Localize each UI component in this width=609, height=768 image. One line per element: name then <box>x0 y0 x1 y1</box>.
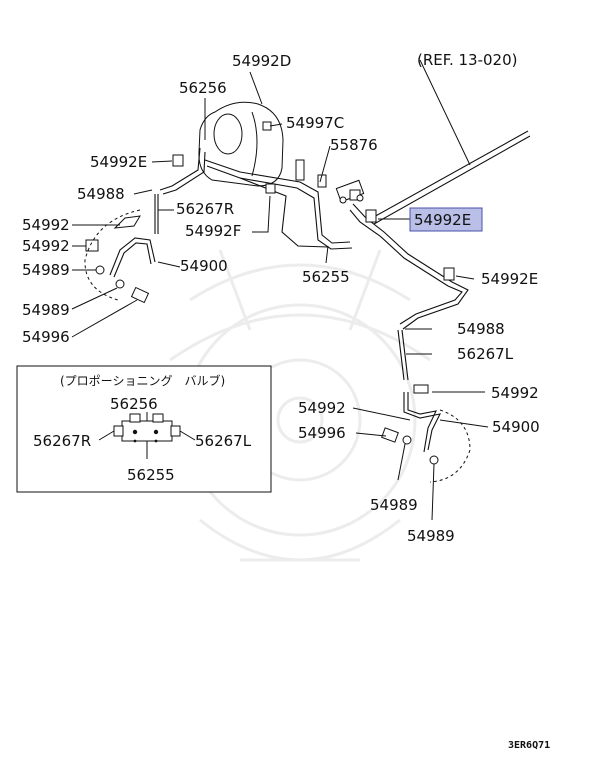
callout-54997C[interactable]: 54997C <box>286 114 344 132</box>
callout-54900-left[interactable]: 54900 <box>180 257 228 275</box>
inset-label-top[interactable]: 56256 <box>110 395 158 413</box>
left-brake-assembly <box>84 209 156 304</box>
watermark-emblem <box>169 249 431 562</box>
callout-54992E-right[interactable]: 54992E <box>481 270 538 288</box>
callout-54992D[interactable]: 54992D <box>232 52 291 70</box>
inset-label-left[interactable]: 56267R <box>33 432 91 450</box>
callout-54988-right[interactable]: 54988 <box>457 320 505 338</box>
callout-54989-a[interactable]: 54989 <box>22 261 70 279</box>
callout-54992-b[interactable]: 54992 <box>22 237 70 255</box>
highlight-box <box>409 207 483 232</box>
callout-55876[interactable]: 55876 <box>330 136 378 154</box>
callout-54989-c[interactable]: 54989 <box>370 496 418 514</box>
callout-54992-c[interactable]: 54992 <box>491 384 539 402</box>
callout-56267R[interactable]: 56267R <box>176 200 234 218</box>
inset-title: (プロポーショニング バルブ) <box>60 373 225 388</box>
callout-54992F[interactable]: 54992F <box>185 222 241 240</box>
inset-box: (プロポーショニング バルブ) 56256 56267R 56267L 5625… <box>16 365 272 493</box>
callout-labels: (REF. 13-020) 54992D 56256 54997C 55876 … <box>22 51 540 545</box>
inset-label-right[interactable]: 56267L <box>195 432 252 450</box>
callout-54992E-top[interactable]: 54992E <box>90 153 147 171</box>
callout-54992-d[interactable]: 54992 <box>298 399 346 417</box>
callout-56255[interactable]: 56255 <box>302 268 350 286</box>
right-brake-assembly <box>381 392 471 483</box>
inset-label-bottom[interactable]: 56255 <box>127 466 175 484</box>
callout-54900-right[interactable]: 54900 <box>492 418 540 436</box>
callout-54989-d[interactable]: 54989 <box>407 527 455 545</box>
callout-54988-left[interactable]: 54988 <box>77 185 125 203</box>
ref-label: (REF. 13-020) <box>417 51 518 69</box>
image-code: 3ER6Q71 <box>508 740 550 751</box>
inset-valve <box>98 412 196 459</box>
leader-lines <box>71 59 489 521</box>
brake-pipes <box>154 130 531 381</box>
proportioning-valve <box>335 179 365 204</box>
callout-56256[interactable]: 56256 <box>179 79 227 97</box>
brake-booster <box>198 101 284 187</box>
callout-56267L[interactable]: 56267L <box>457 345 514 363</box>
callout-54989-b[interactable]: 54989 <box>22 301 70 319</box>
callout-54992E-highlight[interactable]: 54992E <box>414 211 471 229</box>
callout-54992-a[interactable]: 54992 <box>22 216 70 234</box>
callout-54996-right[interactable]: 54996 <box>298 424 346 442</box>
callout-54996-left[interactable]: 54996 <box>22 328 70 346</box>
